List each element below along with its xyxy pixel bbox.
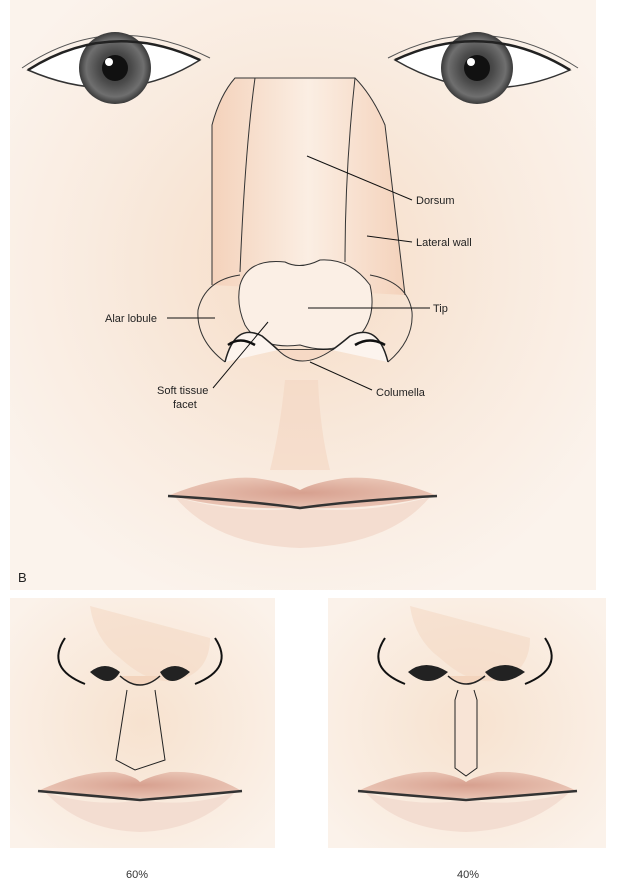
dorsum-label: Dorsum <box>416 195 455 207</box>
tip-label: Tip <box>433 303 448 315</box>
panel-label: B <box>18 570 27 585</box>
caption-left: 60% <box>126 869 148 881</box>
lower-left-panel <box>10 598 275 848</box>
left-eye <box>21 32 211 104</box>
lower-right-panel <box>328 598 606 848</box>
leader-lines <box>167 155 430 391</box>
lips <box>167 477 438 548</box>
dorsum-leader <box>306 155 413 201</box>
nose-drawing <box>197 77 413 363</box>
lateral-wall-label: Lateral wall <box>416 237 472 249</box>
alar-lobule-label: Alar lobule <box>105 313 157 325</box>
caption-right: 40% <box>457 869 479 881</box>
soft-tissue-facet-leader <box>212 321 269 389</box>
philtrum-shading <box>270 380 330 470</box>
right-eye <box>387 32 579 104</box>
soft-tissue-facet-label-2: facet <box>173 399 197 411</box>
soft-tissue-facet-label-1: Soft tissue <box>157 385 208 397</box>
columella-label: Columella <box>376 387 426 399</box>
lateral-wall-leader <box>366 235 413 243</box>
columella-leader <box>309 361 373 391</box>
